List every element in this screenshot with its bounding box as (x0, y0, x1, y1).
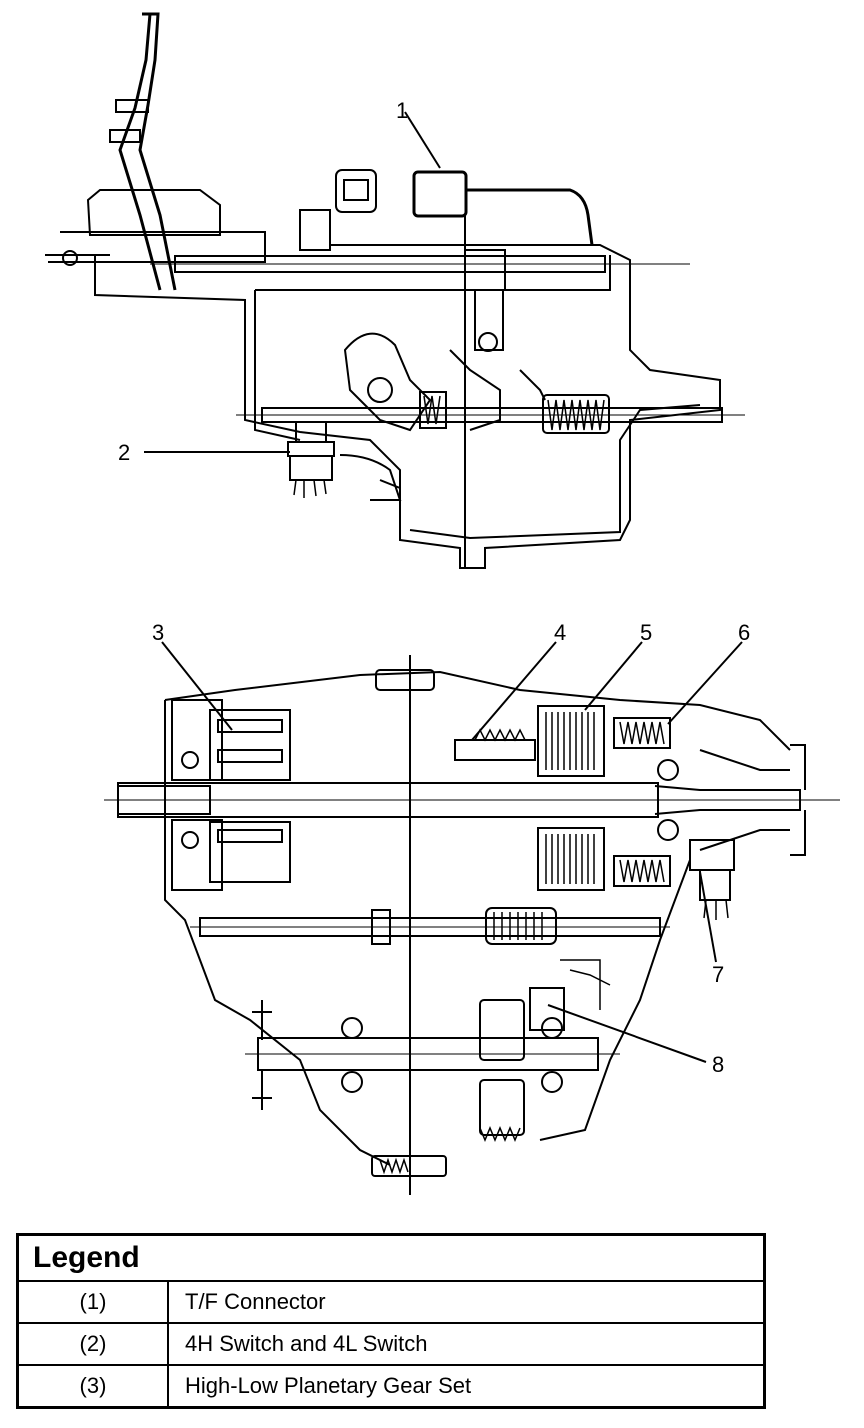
legend-row-number: (2) (19, 1324, 169, 1364)
transfer-case-diagram: 1 2 3 4 5 6 7 8 (45, 12, 840, 1195)
legend-row-description: 4H Switch and 4L Switch (185, 1331, 428, 1356)
callout-5: 5 (640, 620, 652, 645)
callout-8: 8 (712, 1052, 724, 1077)
callout-7: 7 (712, 962, 724, 987)
legend-row: (1) T/F Connector (19, 1282, 763, 1324)
callout-4: 4 (554, 620, 566, 645)
lower-case-drawing (104, 655, 840, 1195)
legend-table: Legend (1) T/F Connector (2) 4H Switch a… (16, 1233, 766, 1409)
legend-row-description: T/F Connector (185, 1289, 326, 1314)
callout-1: 1 (396, 98, 408, 123)
callout-2: 2 (118, 440, 130, 465)
legend-row-description: High-Low Planetary Gear Set (185, 1373, 472, 1398)
legend-row-number: (3) (19, 1366, 169, 1406)
legend-row: (3) High-Low Planetary Gear Set (19, 1366, 763, 1406)
legend-row-number: (1) (19, 1282, 169, 1322)
legend-row: (2) 4H Switch and 4L Switch (19, 1324, 763, 1366)
upper-housing-drawing (45, 12, 745, 569)
callout-6: 6 (738, 620, 750, 645)
callout-3: 3 (152, 620, 164, 645)
legend-title: Legend (19, 1236, 763, 1282)
